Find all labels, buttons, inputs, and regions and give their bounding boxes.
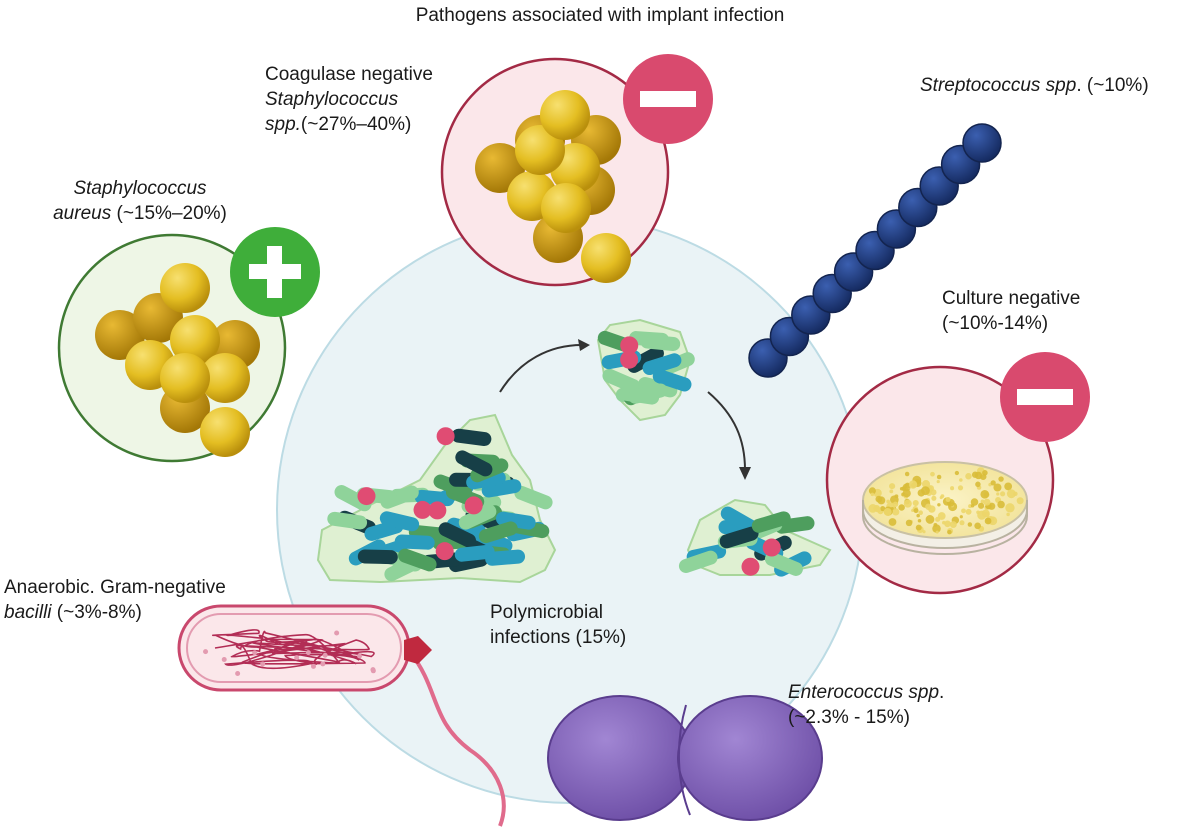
cons-label-line1: Coagulase negative — [265, 64, 433, 85]
culture-negative-illustration — [825, 365, 1055, 595]
s-aureus-label-line1: Staphylococcus — [73, 178, 207, 199]
streptococcus-label-italic: Streptococcus spp — [920, 75, 1077, 96]
dispersal-arrows — [499, 339, 751, 480]
culture-negative-label: Culture negative (~10%-14%) — [942, 286, 1080, 336]
s-aureus-illustration — [57, 233, 287, 463]
cons-gram-negative-badge — [623, 54, 713, 144]
streptococcus-chain — [748, 123, 1002, 378]
biofilm-top — [596, 318, 695, 422]
anaerobic-label: Anaerobic. Gram-negative bacilli (~3%-8%… — [4, 575, 226, 625]
culture-negative-label-line2: (~10%-14%) — [942, 313, 1049, 334]
enterococcus-label-line2: (~2.3% - 15%) — [788, 707, 910, 728]
s-aureus-label-line2-rest: (~15%–20%) — [111, 203, 227, 224]
cons-label: Coagulase negative Staphylococcus spp.(~… — [265, 62, 433, 137]
cons-label-line3-italic: spp. — [265, 114, 301, 135]
polymicrobial-label: Polymicrobial infections (15%) — [490, 600, 626, 650]
biofilm-right — [678, 498, 832, 577]
culture-negative-badge — [1000, 352, 1090, 442]
enterococcus-label: Enterococcus spp. (~2.3% - 15%) — [788, 680, 944, 730]
polymicrobial-label-line2: infections (15%) — [490, 627, 627, 648]
cons-label-line2: Staphylococcus — [265, 89, 399, 110]
s-aureus-label-line2-italic: aureus — [53, 203, 112, 224]
polymicrobial-label-line1: Polymicrobial — [490, 602, 603, 623]
s-aureus-gram-positive-badge — [230, 227, 320, 317]
enterococcus-label-italic: Enterococcus spp — [788, 682, 940, 703]
diagram-title: Pathogens associated with implant infect… — [415, 5, 785, 26]
anaerobic-label-line1: Anaerobic. Gram-negative — [4, 577, 226, 598]
anaerobic-bacillus-illustration — [177, 604, 506, 827]
anaerobic-label-line2-rest: (~3%-8%) — [51, 602, 142, 623]
s-aureus-label: Staphylococcus aureus (~15%–20%) — [20, 176, 260, 226]
enterococcus-illustration — [547, 695, 823, 821]
cons-label-line3-rest: (~27%–40%) — [300, 114, 412, 135]
enterococcus-label-rest: . — [939, 682, 945, 703]
anaerobic-label-line2-italic: bacilli — [4, 602, 52, 623]
cons-illustration — [440, 57, 670, 287]
streptococcus-label: Streptococcus spp. (~10%) — [920, 73, 1149, 98]
biofilm-large — [316, 413, 557, 584]
streptococcus-label-rest: . (~10%) — [1076, 75, 1149, 96]
culture-negative-label-line1: Culture negative — [942, 288, 1081, 309]
